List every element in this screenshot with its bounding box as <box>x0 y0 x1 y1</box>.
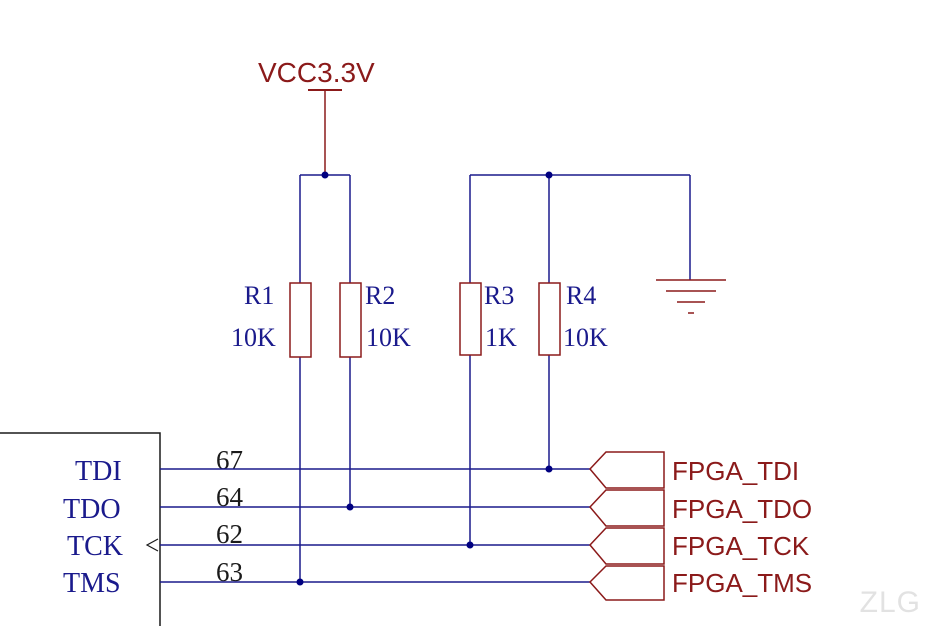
port-tms <box>588 565 665 601</box>
net-label-tms: FPGA_TMS <box>672 568 812 598</box>
r3-ref: R3 <box>484 281 514 310</box>
vcc-supply: VCC3.3V <box>258 57 375 175</box>
r4-ref: R4 <box>566 281 596 310</box>
top-rails <box>300 174 691 280</box>
pin-numbers: 67 64 62 63 <box>216 445 244 587</box>
junction-gnd <box>545 171 553 179</box>
r3-value: 1K <box>485 323 517 352</box>
tck-input-arrow <box>145 538 159 552</box>
r4-body <box>538 282 561 356</box>
pin-name-tck: TCK <box>67 531 123 562</box>
r1-value: 10K <box>231 323 276 352</box>
r3-body <box>459 282 482 356</box>
resistor-bodies <box>289 282 561 358</box>
r2-body <box>339 282 362 358</box>
pin-name-tdi: TDI <box>75 456 122 487</box>
signal-wires <box>160 468 590 583</box>
r2-value: 10K <box>366 323 411 352</box>
net-label-tdi: FPGA_TDI <box>672 456 799 486</box>
pin-number-tdi: 67 <box>216 445 243 475</box>
ground-symbol <box>656 279 726 314</box>
junctions <box>296 171 553 586</box>
vcc-label: VCC3.3V <box>258 57 375 88</box>
watermark-logo: ZLG <box>859 586 921 619</box>
resistor-labels: R1 10K R2 10K R3 1K R4 10K <box>231 281 608 352</box>
net-label-tck: FPGA_TCK <box>672 531 810 561</box>
r1-ref: R1 <box>244 281 274 310</box>
net-labels: FPGA_TDI FPGA_TDO FPGA_TCK FPGA_TMS <box>672 456 812 598</box>
net-label-tdo: FPGA_TDO <box>672 494 812 524</box>
port-tdi <box>588 451 665 489</box>
r1-body <box>289 282 312 358</box>
fpga-chip: TDI TDO TCK TMS <box>0 432 161 626</box>
r4-value: 10K <box>563 323 608 352</box>
port-tdo <box>588 489 665 527</box>
pin-name-tms: TMS <box>63 568 121 599</box>
net-ports <box>588 451 665 601</box>
junction-tdo <box>346 503 354 511</box>
junction-tck <box>466 541 474 549</box>
resistor-wires <box>299 175 550 582</box>
junction-tms <box>296 578 304 586</box>
pin-name-tdo: TDO <box>63 494 121 525</box>
chip-outline <box>0 432 161 626</box>
port-tck <box>588 527 665 565</box>
pin-number-tck: 62 <box>216 519 243 549</box>
junction-tdi <box>545 465 553 473</box>
junction-vcc <box>321 171 329 179</box>
r2-ref: R2 <box>365 281 395 310</box>
